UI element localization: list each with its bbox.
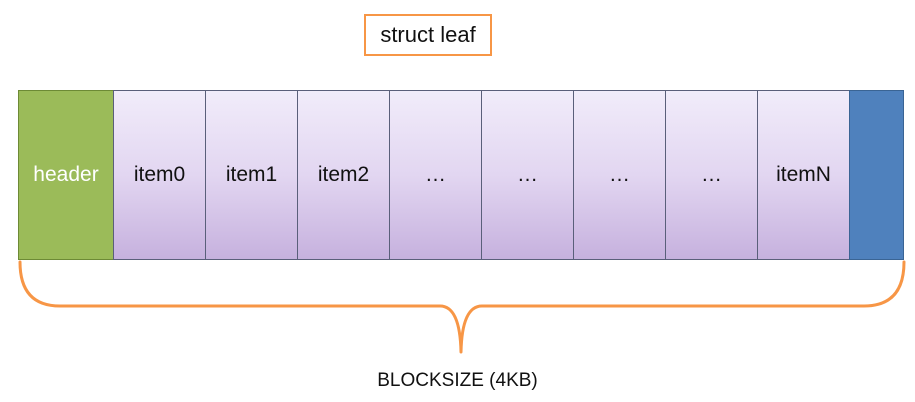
- item-label: …: [609, 163, 630, 186]
- tail-segment: [849, 90, 904, 260]
- item-segment: …: [665, 90, 758, 260]
- item-label: …: [425, 163, 446, 186]
- item-label: …: [517, 163, 538, 186]
- leaf-block: header item0 item1 item2 … … … … itemN: [18, 90, 906, 260]
- item-segment: item0: [113, 90, 206, 260]
- item-label: item2: [317, 163, 370, 186]
- blocksize-label: BLOCKSIZE (4KB): [377, 370, 538, 391]
- header-segment: header: [18, 90, 114, 260]
- item-label: …: [701, 163, 722, 186]
- item-label: item0: [133, 163, 186, 186]
- header-label: header: [33, 163, 99, 186]
- item-label: itemN: [776, 163, 831, 186]
- item-segment: itemN: [757, 90, 850, 260]
- item-label: item1: [225, 163, 278, 186]
- struct-title-box: struct leaf: [364, 14, 492, 56]
- struct-title: struct leaf: [380, 22, 476, 47]
- brace-path: [18, 260, 906, 354]
